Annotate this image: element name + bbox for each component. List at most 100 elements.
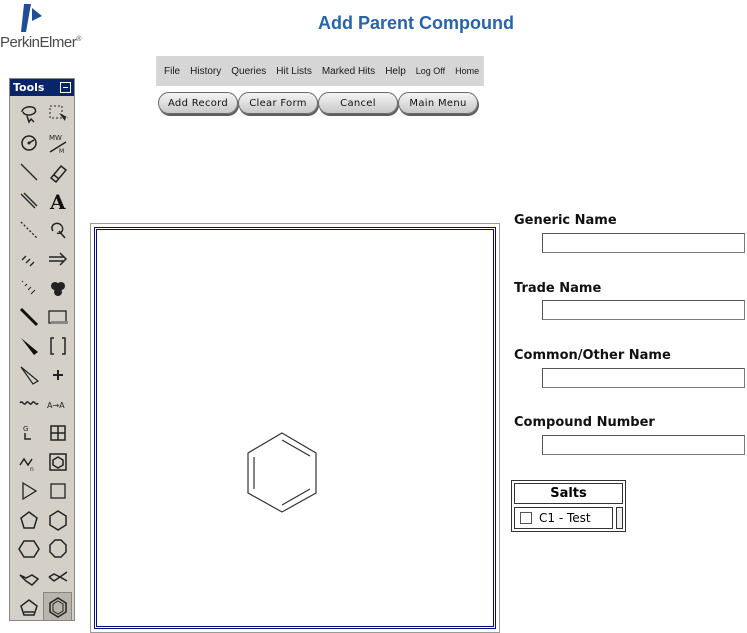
marquee-select-icon-glyph <box>49 105 69 121</box>
benzene-icon[interactable] <box>43 592 72 621</box>
add-record-button[interactable]: Add Record <box>158 92 238 114</box>
triangle-icon[interactable] <box>14 476 43 505</box>
double-bond-icon[interactable] <box>14 186 43 215</box>
square-icon[interactable] <box>43 476 72 505</box>
dashed-bond-icon-glyph <box>20 221 37 238</box>
pentagon-icon[interactable] <box>14 505 43 534</box>
menu-help[interactable]: Help <box>385 65 406 77</box>
hexagon-alt-icon[interactable] <box>14 534 43 563</box>
wedge-bond-icon[interactable] <box>14 331 43 360</box>
rotate-icon[interactable] <box>14 128 43 157</box>
brand-name: PerkinElmer® <box>0 34 81 51</box>
svg-text:A→A: A→A <box>47 401 65 410</box>
tools-title: Tools <box>13 81 45 94</box>
table-icon[interactable] <box>43 418 72 447</box>
cancel-button[interactable]: Cancel <box>318 92 398 114</box>
svg-text:A: A <box>49 190 66 212</box>
orbital-icon[interactable] <box>43 215 72 244</box>
generic-group-icon-glyph: G <box>23 425 31 440</box>
benzene-structure[interactable] <box>241 428 321 516</box>
chair-cyclohexane-icon[interactable] <box>14 563 43 592</box>
pentagon-icon-glyph <box>19 510 38 529</box>
salts-header: Salts <box>514 483 623 504</box>
charge-icon[interactable] <box>43 360 72 389</box>
boat-cyclohexane-icon[interactable] <box>43 563 72 592</box>
atom-map-icon-glyph: A→A <box>47 401 65 410</box>
orbital-icon-glyph <box>50 222 66 238</box>
template-icon[interactable] <box>43 447 72 476</box>
atom-map-icon[interactable]: A→A <box>43 389 72 418</box>
double-bond-icon-glyph <box>20 192 37 208</box>
menu-log-off[interactable]: Log Off <box>415 66 446 76</box>
menu-home[interactable]: Home <box>455 66 480 76</box>
salts-list: Salts C1 - Test <box>511 480 626 532</box>
compound-number-label: Compound Number <box>514 415 655 430</box>
single-bond-icon[interactable] <box>14 157 43 186</box>
orbitals-icon[interactable] <box>43 273 72 302</box>
generic-name-input[interactable] <box>542 233 745 253</box>
page-title: Add Parent Compound <box>318 13 514 33</box>
salt-item[interactable]: C1 - Test <box>514 507 613 529</box>
hexagon-icon-glyph <box>48 509 67 531</box>
arrow-icon-glyph <box>48 251 67 266</box>
text-icon[interactable]: A <box>43 186 72 215</box>
wavy-bond-icon-glyph <box>18 400 39 405</box>
menu-history[interactable]: History <box>190 65 222 77</box>
chain-icon-glyph: n <box>18 457 34 473</box>
hexagon-icon[interactable] <box>43 505 72 534</box>
octagon-icon[interactable] <box>43 534 72 563</box>
lasso-select-icon[interactable] <box>14 99 43 128</box>
arrow-icon[interactable] <box>43 244 72 273</box>
orbitals-icon-glyph <box>50 281 65 296</box>
generic-name-label: Generic Name <box>514 213 617 228</box>
mass-fragment-icon[interactable]: MW M <box>43 128 72 157</box>
hashed-wedge-icon[interactable] <box>14 273 43 302</box>
square-icon-glyph <box>49 482 66 499</box>
rectangle-icon[interactable] <box>43 302 72 331</box>
template-icon-glyph <box>48 452 67 471</box>
hashed-bond-icon[interactable] <box>14 244 43 273</box>
wedge-bond-icon-glyph <box>20 337 38 355</box>
trade-name-input[interactable] <box>542 300 745 320</box>
generic-group-icon[interactable]: G <box>14 418 43 447</box>
clear-form-button[interactable]: Clear Form <box>238 92 318 114</box>
single-bond-icon-glyph <box>20 163 37 180</box>
eraser-icon-glyph <box>49 164 67 183</box>
common-name-input[interactable] <box>542 368 745 388</box>
mass-fragment-icon-glyph: MW M <box>49 134 66 154</box>
structure-canvas[interactable] <box>90 223 500 633</box>
menu-queries[interactable]: Queries <box>231 65 267 77</box>
menu-hit-lists[interactable]: Hit Lists <box>276 65 312 77</box>
hollow-wedge-icon[interactable] <box>14 360 43 389</box>
svg-text:M: M <box>59 148 64 154</box>
cyclopentadiene-icon[interactable] <box>14 592 43 621</box>
brackets-icon-glyph <box>49 336 66 355</box>
dashed-bond-icon[interactable] <box>14 215 43 244</box>
text-icon-glyph: A <box>49 190 66 212</box>
perkinelmer-logo-mark <box>21 4 42 32</box>
eraser-icon[interactable] <box>43 157 72 186</box>
tools-titlebar: Tools <box>10 79 74 96</box>
svg-text:MW: MW <box>49 134 62 142</box>
salt-item-label: C1 - Test <box>539 511 591 525</box>
bold-bond-icon-glyph <box>19 307 38 326</box>
rectangle-icon-glyph <box>47 309 68 324</box>
compound-number-input[interactable] <box>542 435 745 455</box>
brackets-icon[interactable] <box>43 331 72 360</box>
menu-marked-hits[interactable]: Marked Hits <box>321 65 376 77</box>
hashed-bond-icon-glyph <box>21 255 34 266</box>
bold-bond-icon[interactable] <box>14 302 43 331</box>
main-menu-button[interactable]: Main Menu <box>398 92 478 114</box>
minimize-icon[interactable] <box>60 82 71 93</box>
salts-scrollbar[interactable] <box>616 507 623 529</box>
marquee-select-icon[interactable] <box>43 99 72 128</box>
wavy-bond-icon[interactable] <box>14 389 43 418</box>
octagon-icon-glyph <box>48 538 67 558</box>
salt-checkbox[interactable] <box>520 512 532 524</box>
menu-file[interactable]: File <box>164 65 181 77</box>
rotate-icon-glyph <box>20 134 37 151</box>
menu-bar: File History Queries Hit Lists Marked Hi… <box>156 56 484 86</box>
chain-icon[interactable]: n <box>14 447 43 476</box>
